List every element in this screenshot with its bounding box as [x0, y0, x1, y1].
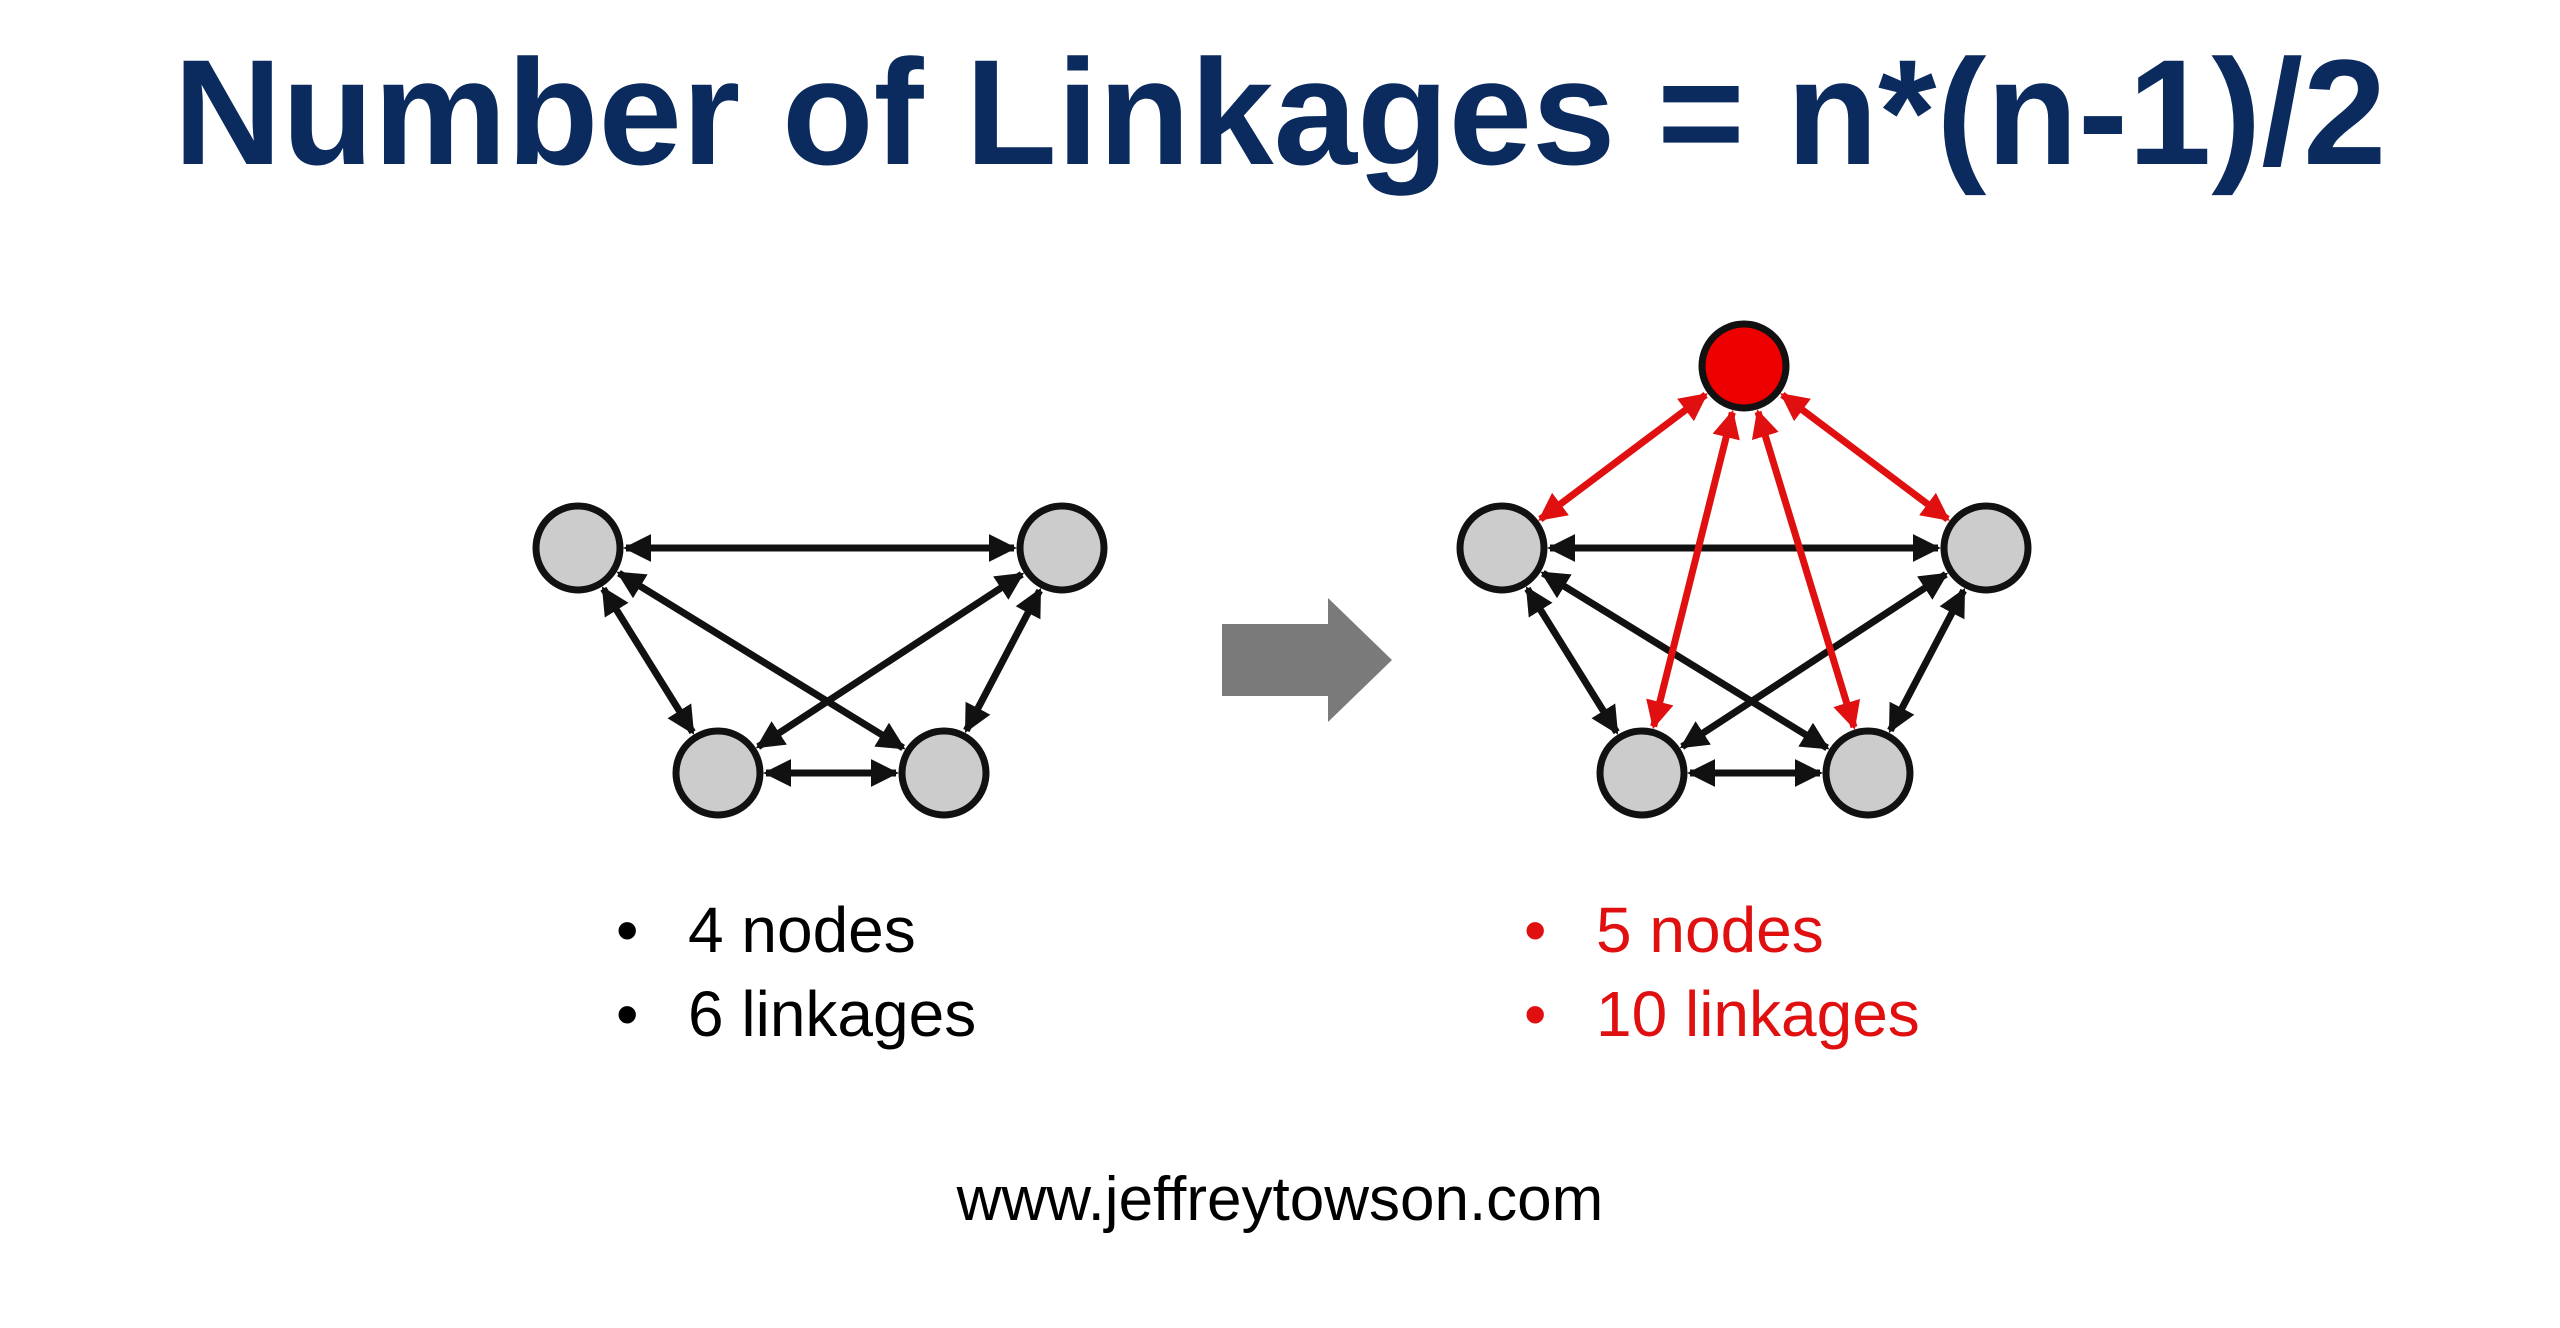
bullet-dot: •	[1524, 894, 1547, 966]
right-new-link	[1538, 392, 1708, 522]
left-graph-links	[600, 534, 1043, 787]
left-node	[898, 727, 990, 819]
right-graph-nodes	[1456, 320, 2032, 819]
left-linkage-count: 6 linkages	[688, 978, 977, 1050]
left-graph-nodes	[532, 502, 1108, 819]
list-item: • 6 linkages	[616, 972, 976, 1056]
right-graph-new-links	[1538, 392, 1950, 730]
left-bullet-list: • 4 nodes • 6 linkages	[616, 888, 976, 1056]
left-link	[755, 571, 1025, 750]
left-link	[963, 588, 1043, 733]
right-new-node	[1698, 320, 1790, 412]
left-node-count: 4 nodes	[688, 894, 916, 966]
left-node	[672, 727, 764, 819]
right-new-link	[1751, 409, 1861, 730]
bullet-dot: •	[616, 978, 639, 1050]
right-node-count: 5 nodes	[1596, 894, 1824, 966]
bullet-dot: •	[616, 894, 639, 966]
right-node	[1822, 727, 1914, 819]
list-item: • 10 linkages	[1524, 972, 1920, 1056]
right-node	[1596, 727, 1688, 819]
left-node	[1016, 502, 1108, 594]
page-title: Number of Linkages = n*(n-1)/2	[173, 28, 2387, 196]
right-link	[1887, 588, 1967, 733]
list-item: • 4 nodes	[616, 888, 976, 972]
right-linkage-count: 10 linkages	[1596, 978, 1920, 1050]
list-item: • 5 nodes	[1524, 888, 1920, 972]
right-arrow-icon	[1222, 598, 1392, 722]
right-bullet-list: • 5 nodes • 10 linkages	[1524, 888, 1920, 1056]
right-node	[1940, 502, 2032, 594]
bullet-dot: •	[1524, 978, 1547, 1050]
left-node	[532, 502, 624, 594]
right-node	[1456, 502, 1548, 594]
right-new-link	[1780, 392, 1950, 522]
right-new-link	[1646, 409, 1740, 730]
left-link	[616, 570, 906, 751]
website-url: www.jeffreytowson.com	[956, 1165, 1604, 1234]
